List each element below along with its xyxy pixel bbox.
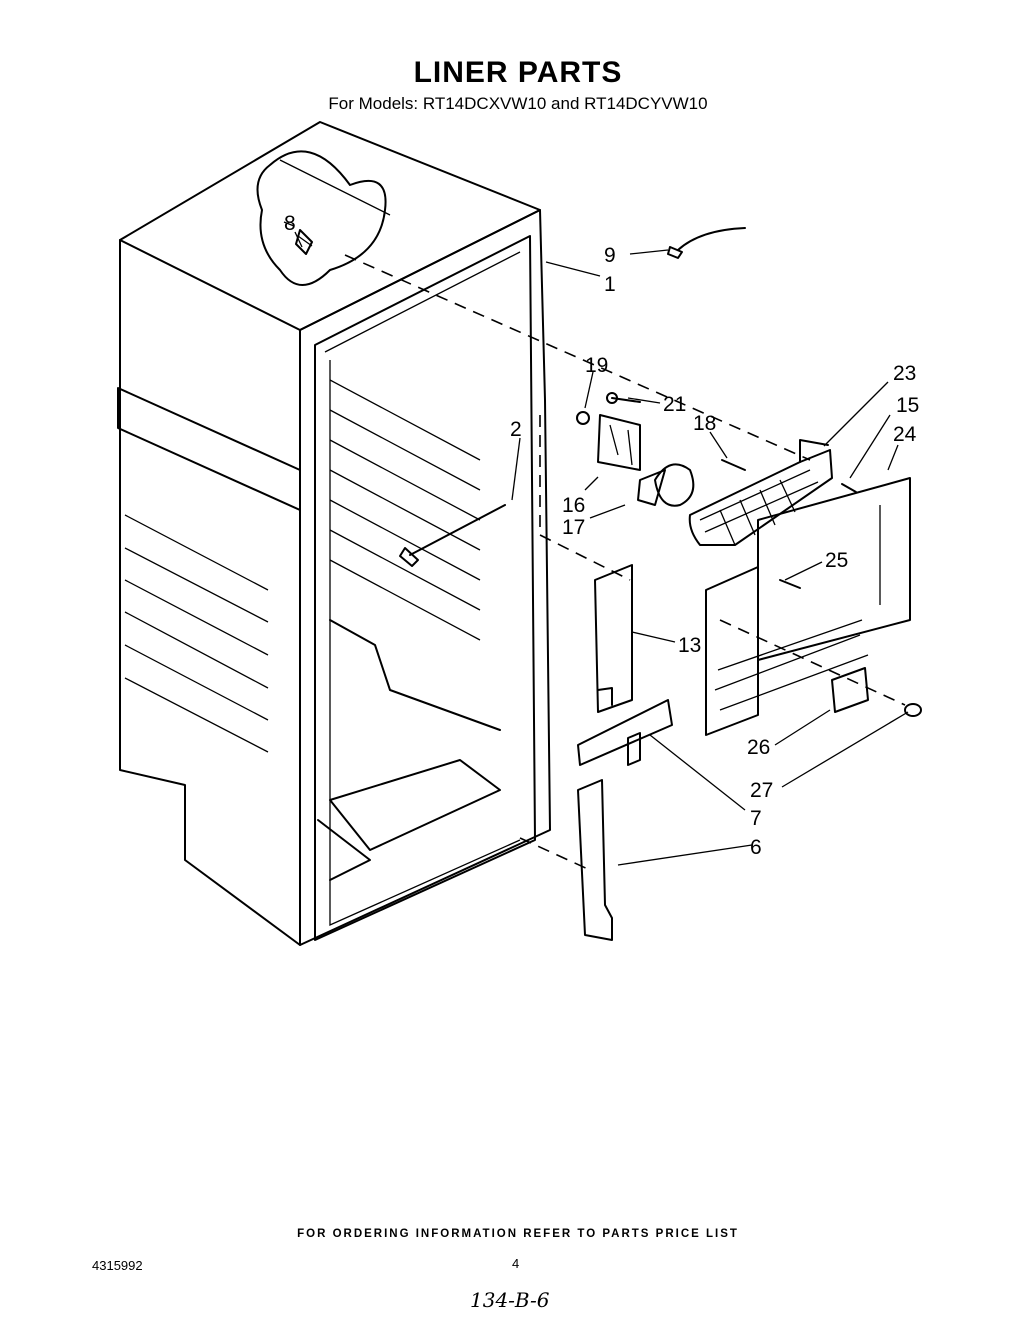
callout-23: 23 [893, 362, 916, 385]
callout-6: 6 [750, 836, 762, 859]
callout-18: 18 [693, 412, 716, 435]
callout-25: 25 [825, 549, 848, 572]
assembly-dashed-lines [344, 254, 906, 871]
leader-lines [294, 231, 909, 866]
cabinet-drawing [117, 121, 551, 946]
page-number: 4 [512, 1256, 520, 1271]
callout-26: 26 [747, 736, 770, 759]
callout-13: 13 [678, 634, 701, 657]
callout-15: 15 [896, 394, 919, 417]
model-subtitle: For Models: RT14DCXVW10 and RT14DCYVW10 [328, 94, 708, 113]
callout-27: 27 [750, 779, 773, 802]
callout-17: 17 [562, 516, 585, 539]
handwritten-note: 134-B-6 [470, 1288, 550, 1312]
ordering-info-footer: FOR ORDERING INFORMATION REFER TO PARTS … [297, 1228, 739, 1240]
callout-16: 16 [562, 494, 585, 517]
callout-21: 21 [663, 393, 686, 416]
callout-24: 24 [893, 423, 917, 446]
fan-assembly-drawing [576, 227, 922, 941]
callout-labels: 8 9 1 19 21 18 23 15 24 2 16 17 25 13 26… [284, 212, 919, 859]
callout-1: 1 [604, 273, 616, 296]
document-number: 4315992 [92, 1258, 143, 1273]
callout-9: 9 [604, 244, 616, 267]
page-title: LINER PARTS [413, 56, 623, 89]
callout-2: 2 [510, 418, 522, 441]
callout-8: 8 [284, 212, 296, 235]
callout-7: 7 [750, 807, 762, 830]
callout-19: 19 [585, 354, 608, 377]
